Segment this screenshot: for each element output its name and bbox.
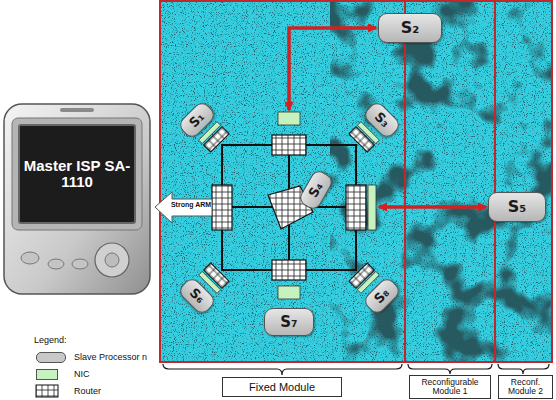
legend-row: Router [36,385,101,397]
legend-text: NIC [74,369,90,379]
node-text: S₂ [401,19,420,37]
node-text: S₇ [280,314,297,331]
slave-processor: S₄ [297,168,335,212]
node-text: Master ISP SA-1110 [20,158,134,191]
slave-processor: S₃ [361,99,402,140]
brace [498,364,549,374]
nic-symbol [278,112,300,125]
node-text: Fixed Module [249,381,315,393]
legend-swatch [36,369,58,380]
node-text: S₁ [186,109,207,130]
slave-processor: S₁ [176,99,217,140]
bus-label: Strong ARM [163,201,219,209]
legend-text: Slave Processor n [74,352,147,362]
slave-processor: S₆ [176,275,217,316]
legend-row: NIC [36,368,90,380]
node-text: S₃ [371,109,392,130]
fpga-floorplan [160,0,552,362]
legend-text: Router [74,386,101,396]
brace [408,364,492,374]
pda-button [48,259,64,269]
red-link-arrow [289,28,376,110]
node-text: S₅ [508,198,527,216]
pda-button [21,252,39,264]
node-text: Reconf. Module 2 [499,378,552,397]
module-label: Reconfigurable Module 1 [409,375,491,399]
module-label: Fixed Module [222,377,342,397]
router-symbol [272,135,306,155]
pda-speaker [60,108,94,112]
legend-swatch-box [36,386,58,397]
node-text: S₆ [186,285,207,306]
fpga-dark-area [330,0,552,362]
pda-button [72,259,88,269]
node-text: S₄ [306,180,326,200]
router-symbol [272,260,306,280]
pda-bezel [12,118,142,230]
slave-processor: S₇ [264,308,314,336]
module-outline [405,1,495,362]
legend-swatch [36,352,66,363]
network-wire [222,145,356,270]
legend-router-sample [36,385,58,397]
router-symbol [204,263,229,288]
router-symbol [349,263,374,288]
pda-joypad [105,253,119,267]
router-symbol [349,127,374,152]
legend-row: Slave Processor n [36,351,147,363]
module-outline [160,1,405,362]
router-symbol [204,127,229,152]
brace [163,364,402,375]
nic-symbol [278,286,300,299]
router-symbol [212,185,232,230]
fpga-texture [160,0,552,362]
red-link-arrow [379,205,486,209]
slave-processor: S₅ [488,192,546,222]
slave-processor: S₈ [361,275,402,316]
legend-title: Legend: [34,336,94,346]
master-processor-screen: Master ISP SA-1110 [18,124,136,224]
nic-symbol [368,185,376,230]
node-text: Reconfigurable Module 1 [410,378,490,397]
node-text: S₈ [371,285,392,306]
module-outline [495,1,552,362]
pda-joypad [95,243,129,277]
pda-body [4,104,150,294]
module-label: Reconf. Module 2 [498,375,553,399]
slave-processor: S₂ [378,13,442,43]
router-symbol [346,185,366,230]
